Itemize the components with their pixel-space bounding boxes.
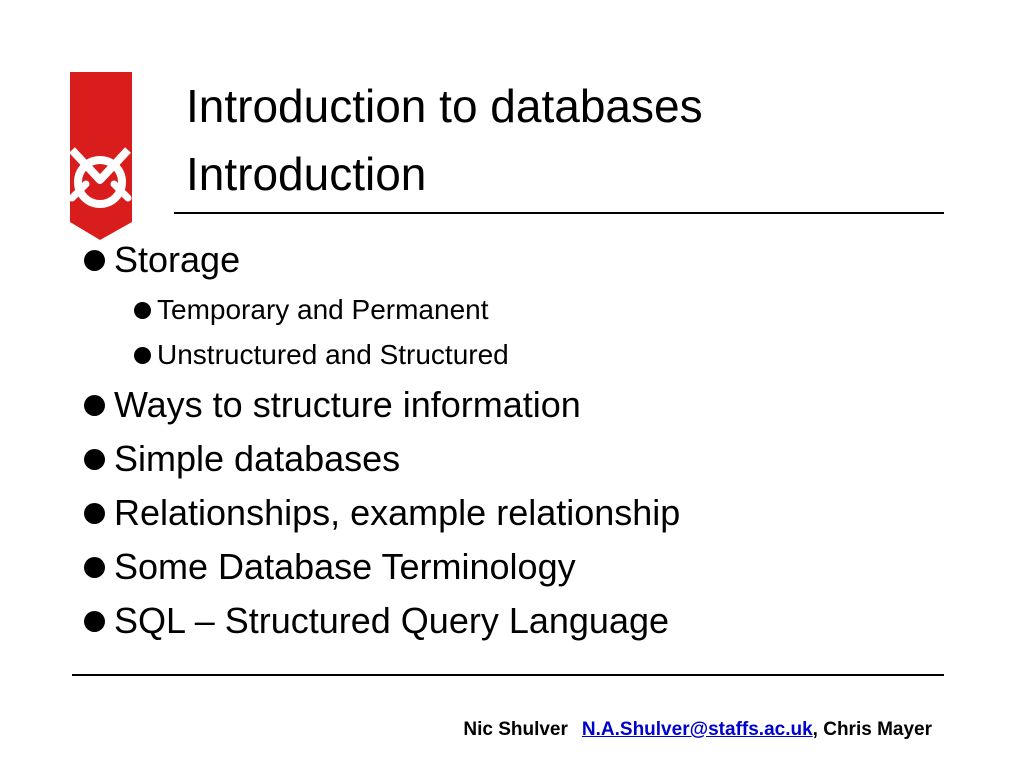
bullet-text: Some Database Terminology (114, 546, 576, 587)
slide-title: Introduction to databases Introduction (186, 72, 703, 208)
title-divider (174, 212, 944, 214)
footer-author2: Chris Mayer (823, 719, 932, 740)
bullet-text: Simple databases (114, 438, 401, 479)
bullet-dot-icon (84, 394, 105, 416)
sub-bullet-item: Temporary and Permanent (134, 293, 489, 327)
footer-divider (72, 674, 944, 676)
bullet-dot-icon (84, 448, 105, 470)
bullet-dot-icon (134, 346, 151, 364)
footer-email-link[interactable]: N.A.Shulver@staffs.ac.uk (581, 719, 813, 740)
bullet-text: Relationships, example relationship (114, 492, 681, 533)
sub-bullet-item: Unstructured and Structured (134, 338, 509, 372)
bullet-text: SQL – Structured Query Language (114, 600, 670, 641)
bullet-dot-icon (84, 502, 105, 524)
slide-footer: Nic Shulver N.A.Shulver@staffs.ac.uk, Chr… (463, 719, 932, 741)
university-crest-icon (62, 72, 138, 240)
bullet-item: Simple databases (84, 438, 400, 480)
bullet-dot-icon (84, 556, 105, 578)
bullet-dot-icon (84, 610, 105, 632)
bullet-dot-icon (84, 249, 105, 271)
bullet-item: Storage (84, 239, 240, 281)
sub-bullet-text: Temporary and Permanent (157, 294, 489, 325)
slide-title-line1: Introduction to databases (186, 80, 703, 132)
footer-author1: Nic Shulver (463, 719, 568, 740)
bullet-text: Storage (114, 239, 241, 280)
footer-separator: , (812, 719, 818, 740)
bullet-item: Ways to structure information (84, 384, 581, 426)
sub-bullet-text: Unstructured and Structured (157, 339, 509, 370)
bullet-item: Relationships, example relationship (84, 492, 680, 534)
bullet-text: Ways to structure information (114, 384, 581, 425)
slide-title-line2: Introduction (186, 148, 427, 200)
bullet-dot-icon (134, 301, 151, 319)
bullet-item: Some Database Terminology (84, 546, 576, 588)
bullet-item: SQL – Structured Query Language (84, 600, 669, 642)
